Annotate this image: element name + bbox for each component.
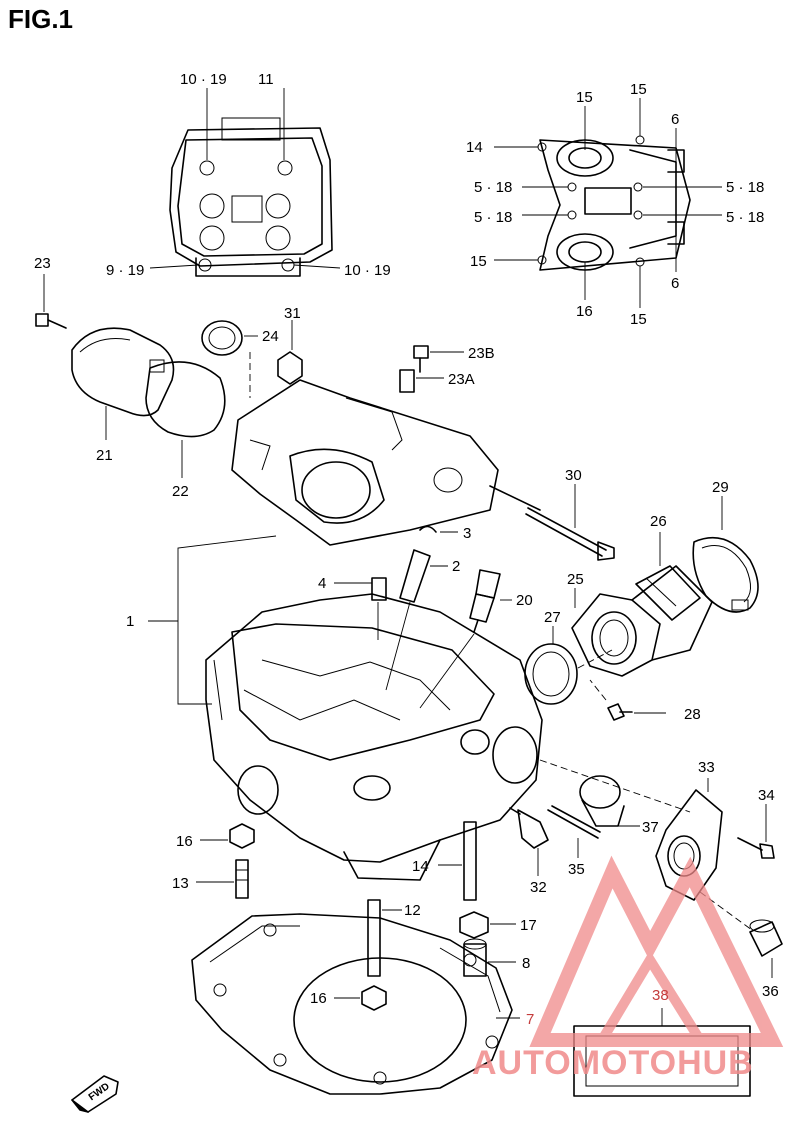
clip-3 — [419, 525, 458, 533]
callout-20: 20 — [516, 592, 533, 609]
assembly-axis-33 — [539, 759, 691, 813]
head-top-view-inset — [169, 117, 333, 277]
intake-clamp-26 — [635, 532, 701, 621]
cover-gasket-22 — [145, 361, 226, 438]
nut-31 — [277, 320, 303, 385]
intake-boot-29 — [692, 496, 759, 613]
callout-25: 25 — [567, 571, 584, 588]
callout-7: 7 — [526, 1011, 534, 1028]
callout-labels: 10 · 19 11 9 · 19 10 · 19 15 15 6 14 5 ·… — [34, 71, 779, 1103]
callout-23A: 23A — [448, 371, 475, 388]
collar-36 — [699, 891, 783, 978]
callout-33: 33 — [698, 759, 715, 776]
o-ring-27 — [524, 626, 613, 705]
callout-22: 22 — [172, 483, 189, 500]
callout-23B: 23B — [468, 345, 495, 362]
callout-9-19-right: 10 · 19 — [344, 262, 391, 279]
bracket-part-1 — [177, 535, 277, 705]
callout-5-18-left-lower: 5 · 18 — [474, 209, 512, 226]
tappet-cover-21 — [71, 327, 175, 417]
callout-15-bottom: 16 — [576, 303, 593, 320]
callout-10-19-left: 10 · 19 — [180, 71, 227, 88]
bolt-35 — [547, 805, 601, 858]
callout-5-18-right-upper: 5 · 18 — [726, 179, 764, 196]
leader-lines-cover — [43, 274, 258, 478]
bolts-23A-23B — [399, 345, 464, 393]
nut-17 — [459, 911, 516, 939]
callout-12: 13 — [172, 875, 189, 892]
callout-3: 3 — [463, 525, 471, 542]
callout-16-upper: 16 — [176, 833, 193, 850]
plug-24 — [201, 320, 243, 356]
callout-28: 28 — [684, 706, 701, 723]
watermark-text: AUTOMOTOHUB — [472, 1044, 754, 1082]
callout-26: 26 — [650, 513, 667, 530]
callout-11: 12 — [404, 902, 421, 919]
callout-6-bottom: 6 — [671, 275, 679, 292]
callout-21: 21 — [96, 447, 113, 464]
figure-title: FIG.1 — [8, 4, 74, 34]
callout-31: 31 — [284, 305, 301, 322]
leader-lines-inset-1 — [149, 88, 341, 269]
leader-lines-inset-2 — [494, 98, 722, 308]
callout-1: 1 — [126, 613, 134, 630]
dowel-8 — [463, 938, 516, 977]
callout-17: 17 — [520, 917, 537, 934]
callout-5-18-left-upper: 5 · 18 — [474, 179, 512, 196]
callout-38: 38 — [652, 987, 669, 1004]
callout-15-top-right: 15 — [630, 81, 647, 98]
callout-5-18-right-lower: 5 · 18 — [726, 209, 764, 226]
intake-pipe-25 — [571, 565, 713, 677]
bolt-23 — [35, 313, 67, 329]
callout-14-top: 14 — [466, 139, 483, 156]
stud-11 — [367, 899, 402, 977]
callout-32: 32 — [530, 879, 547, 896]
callout-8: 8 — [522, 955, 530, 972]
callout-14-bottom: 15 — [630, 311, 647, 328]
cylinder-head-1 — [205, 593, 543, 881]
dowel-4 — [334, 577, 387, 640]
callout-16-lower: 16 — [310, 990, 327, 1007]
callout-15-bottom-left-a: 15 — [470, 253, 487, 270]
head-gasket-7 — [191, 913, 520, 1095]
spark-plug-20 — [419, 569, 512, 709]
callout-27: 27 — [544, 609, 561, 626]
stud-13 — [438, 821, 477, 901]
callout-13: 14 — [412, 858, 429, 875]
callout-29: 29 — [712, 479, 729, 496]
nut-16-upper — [200, 823, 255, 849]
callout-15-top-left: 15 — [576, 89, 593, 106]
nut-16-lower — [334, 985, 387, 1011]
watermark-logo — [529, 855, 784, 1047]
head-side-view-inset — [537, 135, 691, 271]
callout-10-19-right: 11 — [258, 71, 274, 88]
callout-24: 24 — [262, 328, 279, 345]
temp-sensor-32 — [509, 807, 549, 876]
callout-4: 4 — [318, 575, 326, 592]
fwd-arrow-badge — [71, 1075, 119, 1113]
callout-36: 36 — [762, 983, 779, 1000]
thermostat-37 — [579, 775, 640, 827]
callout-30: 30 — [565, 467, 582, 484]
callout-9-19-left: 9 · 19 — [106, 262, 144, 279]
callout-37: 37 — [642, 819, 659, 836]
bolt-34 — [737, 804, 775, 859]
callout-2: 2 — [452, 558, 460, 575]
camshaft-housing-upper — [231, 379, 541, 546]
callout-34: 34 — [758, 787, 775, 804]
callout-6-top: 6 — [671, 111, 679, 128]
valve-guide-2 — [385, 549, 448, 691]
screw-28 — [589, 679, 666, 721]
callout-35: 35 — [568, 861, 585, 878]
bolt-30 — [525, 484, 615, 561]
callout-23: 23 — [34, 255, 51, 272]
stud-12 — [196, 859, 249, 899]
